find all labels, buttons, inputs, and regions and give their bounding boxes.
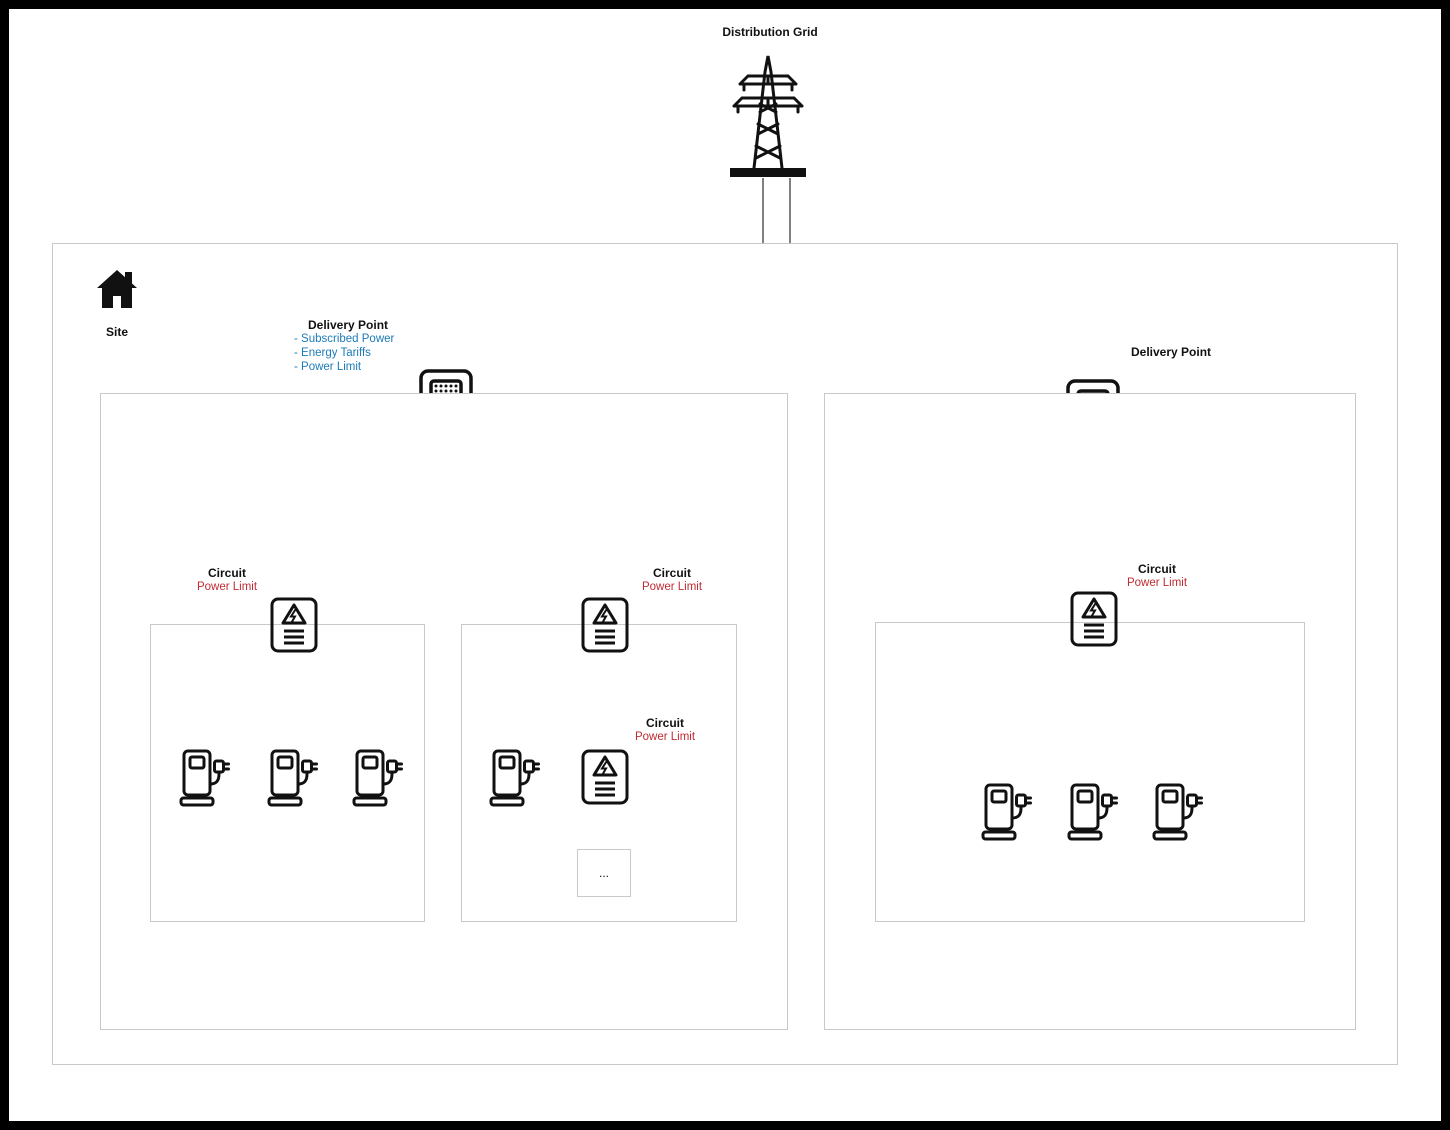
ev-charger-icon: [179, 746, 231, 808]
house-icon: [95, 268, 139, 310]
circuit-b-labels: Circuit Power Limit: [612, 566, 732, 594]
ev-charger-icon: [1067, 780, 1119, 842]
circuit-zone-b: [461, 624, 737, 922]
delivery-point-attribute: - Energy Tariffs: [294, 347, 371, 359]
circuit-zone-a: [150, 624, 425, 922]
delivery-point-attribute: - Subscribed Power: [294, 333, 395, 345]
circuit-label: Circuit: [652, 566, 691, 580]
ev-charger-icon: [267, 746, 319, 808]
delivery-point-label: Delivery Point: [1131, 345, 1212, 359]
circuit-breaker-icon: [580, 748, 630, 806]
site-label: Site: [105, 325, 128, 339]
power-limit-label: Power Limit: [1126, 577, 1188, 589]
circuit-nested-labels: Circuit Power Limit: [610, 716, 720, 744]
ellipsis-box: ...: [577, 849, 631, 897]
ev-charger-icon: [981, 780, 1033, 842]
circuit-label: Circuit: [645, 716, 684, 730]
circuit-breaker-icon: [1069, 590, 1119, 648]
circuit-c-labels: Circuit Power Limit: [1097, 562, 1217, 590]
delivery-point-attribute: - Power Limit: [294, 361, 362, 373]
transmission-tower-icon: [728, 50, 808, 180]
ev-charger-icon: [489, 746, 541, 808]
delivery-point-label: Delivery Point: [308, 318, 389, 332]
circuit-a-labels: Circuit Power Limit: [167, 566, 287, 594]
circuit-zone-c: [875, 622, 1305, 922]
delivery-point-left-labels: Delivery Point - Subscribed Power - Ener…: [294, 318, 424, 374]
power-limit-label: Power Limit: [634, 731, 696, 743]
power-limit-label: Power Limit: [641, 581, 703, 593]
ev-charger-icon: [352, 746, 404, 808]
ev-charger-icon: [1152, 780, 1204, 842]
circuit-breaker-icon: [580, 596, 630, 654]
power-limit-label: Power Limit: [196, 581, 258, 593]
circuit-breaker-icon: [269, 596, 319, 654]
circuit-label: Circuit: [207, 566, 246, 580]
circuit-label: Circuit: [1137, 562, 1176, 576]
distribution-grid-label: Distribution Grid: [722, 25, 818, 39]
